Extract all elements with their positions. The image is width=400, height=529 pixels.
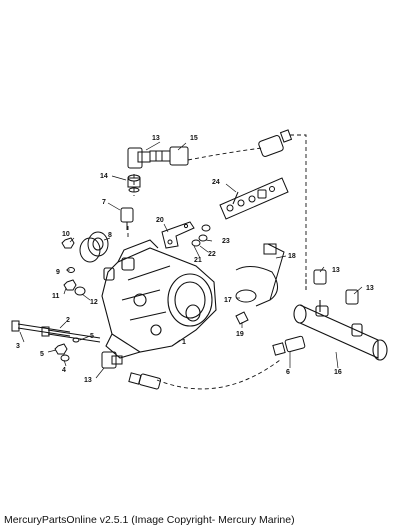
washer-icon xyxy=(54,337,80,362)
callout-18: 18 xyxy=(288,253,296,260)
hose-route-lines xyxy=(127,134,307,390)
callout-5: 5 xyxy=(90,333,94,340)
bracket-icon xyxy=(161,221,195,249)
seal-kit-icon xyxy=(219,177,289,220)
callout-19: 19 xyxy=(236,331,244,338)
callout-1: 1 xyxy=(182,339,186,346)
callout-7: 7 xyxy=(102,199,106,206)
callout-2: 2 xyxy=(66,317,70,324)
callout-15: 15 xyxy=(190,135,198,142)
hose-fitting-icon xyxy=(128,372,162,390)
elbow-fitting-icon xyxy=(127,147,151,169)
clip-icon xyxy=(235,311,249,325)
callout-3: 3 xyxy=(16,343,20,350)
callout-24: 24 xyxy=(212,179,220,186)
callout-4: 4 xyxy=(62,367,66,374)
elbow-fitting-icon xyxy=(313,269,359,305)
callout-20: 20 xyxy=(156,217,164,224)
callout-23: 23 xyxy=(222,238,230,245)
hose-fitting-icon xyxy=(272,335,306,356)
sender-icon xyxy=(120,207,134,230)
washer-icon xyxy=(127,174,141,193)
image-copyright-caption: MercuryPartsOnline v2.5.1 (Image Copyrig… xyxy=(4,514,295,526)
callout-16: 16 xyxy=(334,369,342,376)
callout-9: 9 xyxy=(56,269,60,276)
oil-cooler-icon xyxy=(293,300,388,361)
callout-13: 13 xyxy=(366,285,374,292)
callout-12: 12 xyxy=(90,299,98,306)
callout-11: 11 xyxy=(52,293,60,300)
callout-13: 13 xyxy=(332,267,340,274)
elbow-fitting-icon xyxy=(101,351,123,369)
callout-21: 21 xyxy=(194,257,202,264)
callout-leaders xyxy=(19,141,363,379)
callout-14: 14 xyxy=(100,173,108,180)
hose-fitting-icon xyxy=(149,129,293,166)
callout-22: 22 xyxy=(208,251,216,258)
hardware-icon xyxy=(61,237,86,296)
cooler-bracket-icon xyxy=(235,243,285,307)
nut-icon xyxy=(191,224,211,247)
callout-10: 10 xyxy=(62,231,70,238)
callout-8: 8 xyxy=(108,232,112,239)
callout-13: 13 xyxy=(152,135,160,142)
callout-6: 6 xyxy=(286,369,290,376)
callout-5: 5 xyxy=(40,351,44,358)
pulley-icon xyxy=(79,231,109,263)
callout-labels: 13 15 14 7 24 20 23 22 21 10 8 9 11 12 1… xyxy=(16,135,374,384)
callout-13: 13 xyxy=(84,377,92,384)
bolt-icon xyxy=(11,320,101,343)
callout-17: 17 xyxy=(224,297,232,304)
